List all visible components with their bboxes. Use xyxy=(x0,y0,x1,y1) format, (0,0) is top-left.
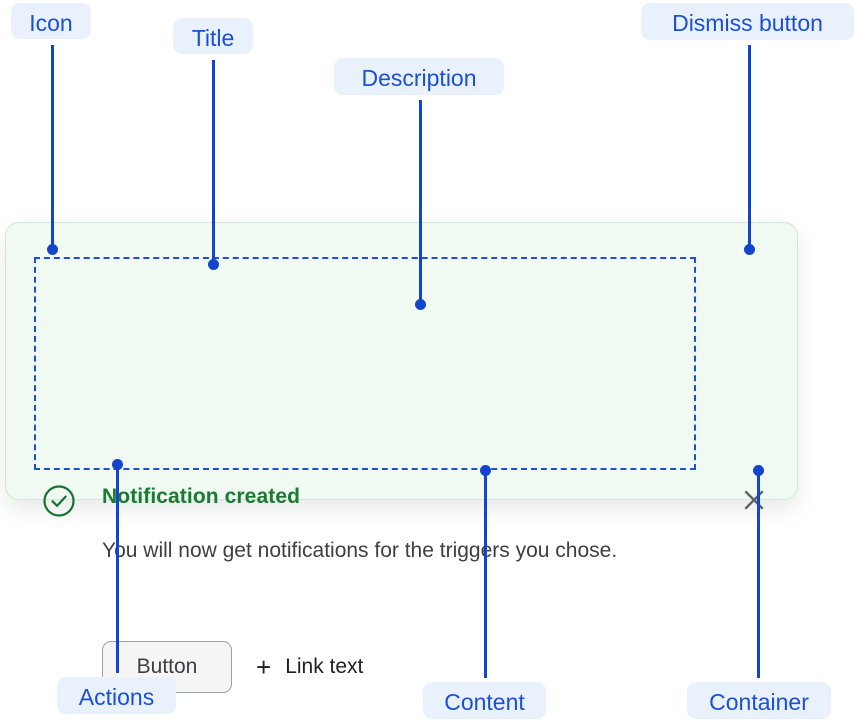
annotation-label-dismiss: Dismiss button xyxy=(641,3,854,40)
annotation-dot-content xyxy=(480,465,491,476)
annotation-label-title: Title xyxy=(173,18,253,54)
plus-icon: + xyxy=(256,652,272,682)
notification-description: You will now get notifications for the t… xyxy=(102,539,618,562)
annotation-connector-icon xyxy=(51,45,54,249)
annotation-connector-description xyxy=(419,100,422,304)
annotation-dot-icon xyxy=(47,244,58,255)
annotation-connector-title xyxy=(212,60,215,264)
annotation-label-description: Description xyxy=(334,58,504,95)
annotation-dot-container xyxy=(753,465,764,476)
annotation-connector-dismiss xyxy=(748,45,751,249)
notification-container: Notification created You will now get no… xyxy=(5,222,798,693)
notification-title: Notification created xyxy=(102,485,301,508)
dismiss-button[interactable] xyxy=(739,485,769,515)
annotation-label-content: Content xyxy=(423,682,546,719)
annotation-dot-dismiss xyxy=(744,244,755,255)
annotation-connector-actions xyxy=(116,464,119,673)
annotation-dot-actions xyxy=(112,459,123,470)
annotation-label-actions: Actions xyxy=(57,677,176,714)
link-action-label: Link text xyxy=(285,655,364,678)
check-circle-icon xyxy=(42,484,76,518)
annotation-dot-description xyxy=(415,299,426,310)
link-action[interactable]: + Link text xyxy=(256,654,363,680)
close-icon xyxy=(739,490,769,518)
annotation-dot-title xyxy=(208,259,219,270)
annotation-label-icon: Icon xyxy=(11,3,91,39)
annotation-connector-container xyxy=(757,470,760,678)
annotation-label-container: Container xyxy=(687,682,831,719)
annotation-connector-content xyxy=(484,470,487,678)
